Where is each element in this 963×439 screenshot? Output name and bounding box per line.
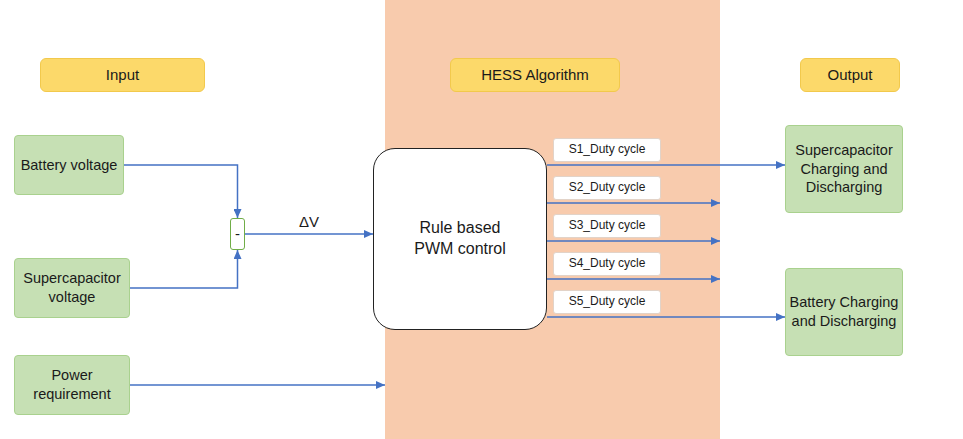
output-box: Battery Charging and Discharging — [785, 268, 903, 356]
text-wrap: Battery Charging and Discharging — [786, 293, 902, 331]
node-text: Rule based PWM control — [405, 218, 515, 260]
node-text: S2_Duty cycle — [569, 180, 646, 196]
duty-signal-line — [547, 240, 720, 242]
duty-signal-line — [547, 278, 720, 280]
text-wrap: Supercapacitor voltage — [15, 269, 129, 307]
input-box: Supercapacitor voltage — [14, 258, 130, 318]
node-text: S3_Duty cycle — [569, 218, 646, 234]
text-wrap: - — [235, 224, 240, 244]
node-text: HESS Algorithm — [481, 65, 589, 85]
text-wrap: Rule based PWM control — [405, 218, 515, 260]
section-header: Output — [800, 58, 900, 92]
controller-box: Rule based PWM control — [373, 148, 547, 330]
signal-arrow — [124, 165, 238, 218]
signal-arrow — [547, 316, 785, 318]
text-wrap: S5_Duty cycle — [569, 294, 646, 310]
node-text: Input — [106, 65, 139, 85]
node-text: S4_Duty cycle — [569, 256, 646, 272]
text-wrap: S2_Duty cycle — [569, 180, 646, 196]
text-wrap: S3_Duty cycle — [569, 218, 646, 234]
node-text: Supercapacitor Charging and Discharging — [786, 141, 902, 198]
text-wrap: HESS Algorithm — [481, 65, 589, 85]
node-text: - — [235, 224, 240, 244]
node-text: S5_Duty cycle — [569, 294, 646, 310]
duty-signal-line — [547, 202, 720, 204]
power-input-line — [124, 384, 385, 386]
node-text: Supercapacitor voltage — [15, 269, 129, 307]
output-box: Supercapacitor Charging and Discharging — [785, 125, 903, 213]
text-wrap: S1_Duty cycle — [569, 142, 646, 158]
text-wrap: Input — [106, 65, 139, 85]
duty-cycle-label: S2_Duty cycle — [553, 176, 661, 200]
duty-cycle-label: S4_Duty cycle — [553, 252, 661, 276]
node-text: Output — [827, 65, 872, 85]
duty-cycle-label: S3_Duty cycle — [553, 214, 661, 238]
duty-cycle-label: S1_Duty cycle — [553, 138, 661, 162]
text-wrap: Power requirement — [15, 366, 129, 404]
node-text: S1_Duty cycle — [569, 142, 646, 158]
subtractor-block: - — [230, 218, 245, 250]
input-box: Power requirement — [14, 355, 130, 415]
signal-arrow — [245, 233, 373, 235]
node-text: Battery Charging and Discharging — [786, 293, 902, 331]
section-header: Input — [40, 58, 205, 92]
text-wrap: Supercapacitor Charging and Discharging — [786, 141, 902, 198]
signal-arrow — [130, 250, 238, 288]
node-text: Battery voltage — [21, 156, 118, 175]
input-box: Battery voltage — [14, 135, 124, 195]
section-header: HESS Algorithm — [450, 58, 620, 92]
signal-arrow — [547, 164, 785, 166]
text-wrap: Battery voltage — [21, 156, 118, 175]
node-text: Power requirement — [15, 366, 129, 404]
edge-label: ΔV — [297, 213, 321, 230]
duty-cycle-label: S5_Duty cycle — [553, 290, 661, 314]
text-wrap: S4_Duty cycle — [569, 256, 646, 272]
text-wrap: Output — [827, 65, 872, 85]
